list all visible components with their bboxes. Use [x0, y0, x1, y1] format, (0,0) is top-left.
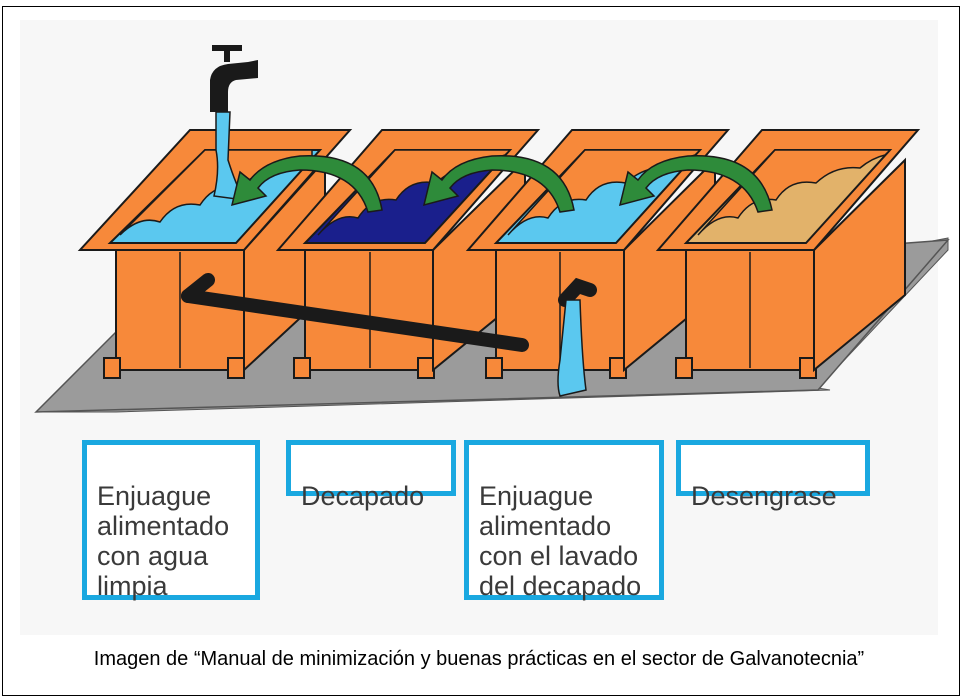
- figure-caption: Imagen de “Manual de minimización y buen…: [93, 648, 865, 670]
- label-degreasing: Desengrase: [676, 440, 870, 511]
- flow-arrow-icon: [230, 155, 773, 213]
- tank-degreasing: [655, 129, 921, 379]
- label-rinse-clean-water: Enjuague alimentado con agua limpia: [82, 440, 260, 601]
- drain-pipe-icon: [181, 273, 529, 352]
- figure-frame: [2, 6, 960, 696]
- label-rinse-pickling-wash: Enjuague alimentado con el lavado del de…: [464, 440, 664, 601]
- label-degreasing-text: Desengrase: [691, 481, 837, 511]
- outflow-pipe-icon: [557, 277, 597, 397]
- label-rinse-pickling-wash-text: Enjuague alimentado con el lavado del de…: [479, 481, 642, 601]
- water-tap-icon: [210, 45, 258, 201]
- label-rinse-clean-water-text: Enjuague alimentado con agua limpia: [97, 481, 230, 601]
- label-pickling: Decapado: [286, 440, 456, 511]
- label-pickling-text: Decapado: [301, 481, 425, 511]
